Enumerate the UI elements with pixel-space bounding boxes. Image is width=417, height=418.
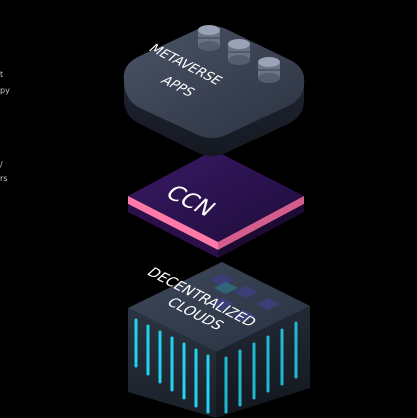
database-icon [198,25,220,51]
cloud-connectors [210,246,272,304]
database-icon [258,57,280,83]
left-text-fragment: rs [0,174,8,183]
cloud-light-bars-right [224,321,298,414]
database-icon [228,39,250,65]
left-text-fragment: py [0,86,10,95]
left-text-fragment: / [0,160,3,169]
left-text-fragment: t [0,70,4,79]
ccn-layer: CCN [128,150,304,258]
cloud-light-bars-left [134,318,210,414]
app-connectors [179,148,268,214]
metaverse-apps-layer: METAVERSE APPS [123,25,305,156]
decentralized-clouds-layer: DECENTRALIZED CLOUDS [128,262,310,418]
